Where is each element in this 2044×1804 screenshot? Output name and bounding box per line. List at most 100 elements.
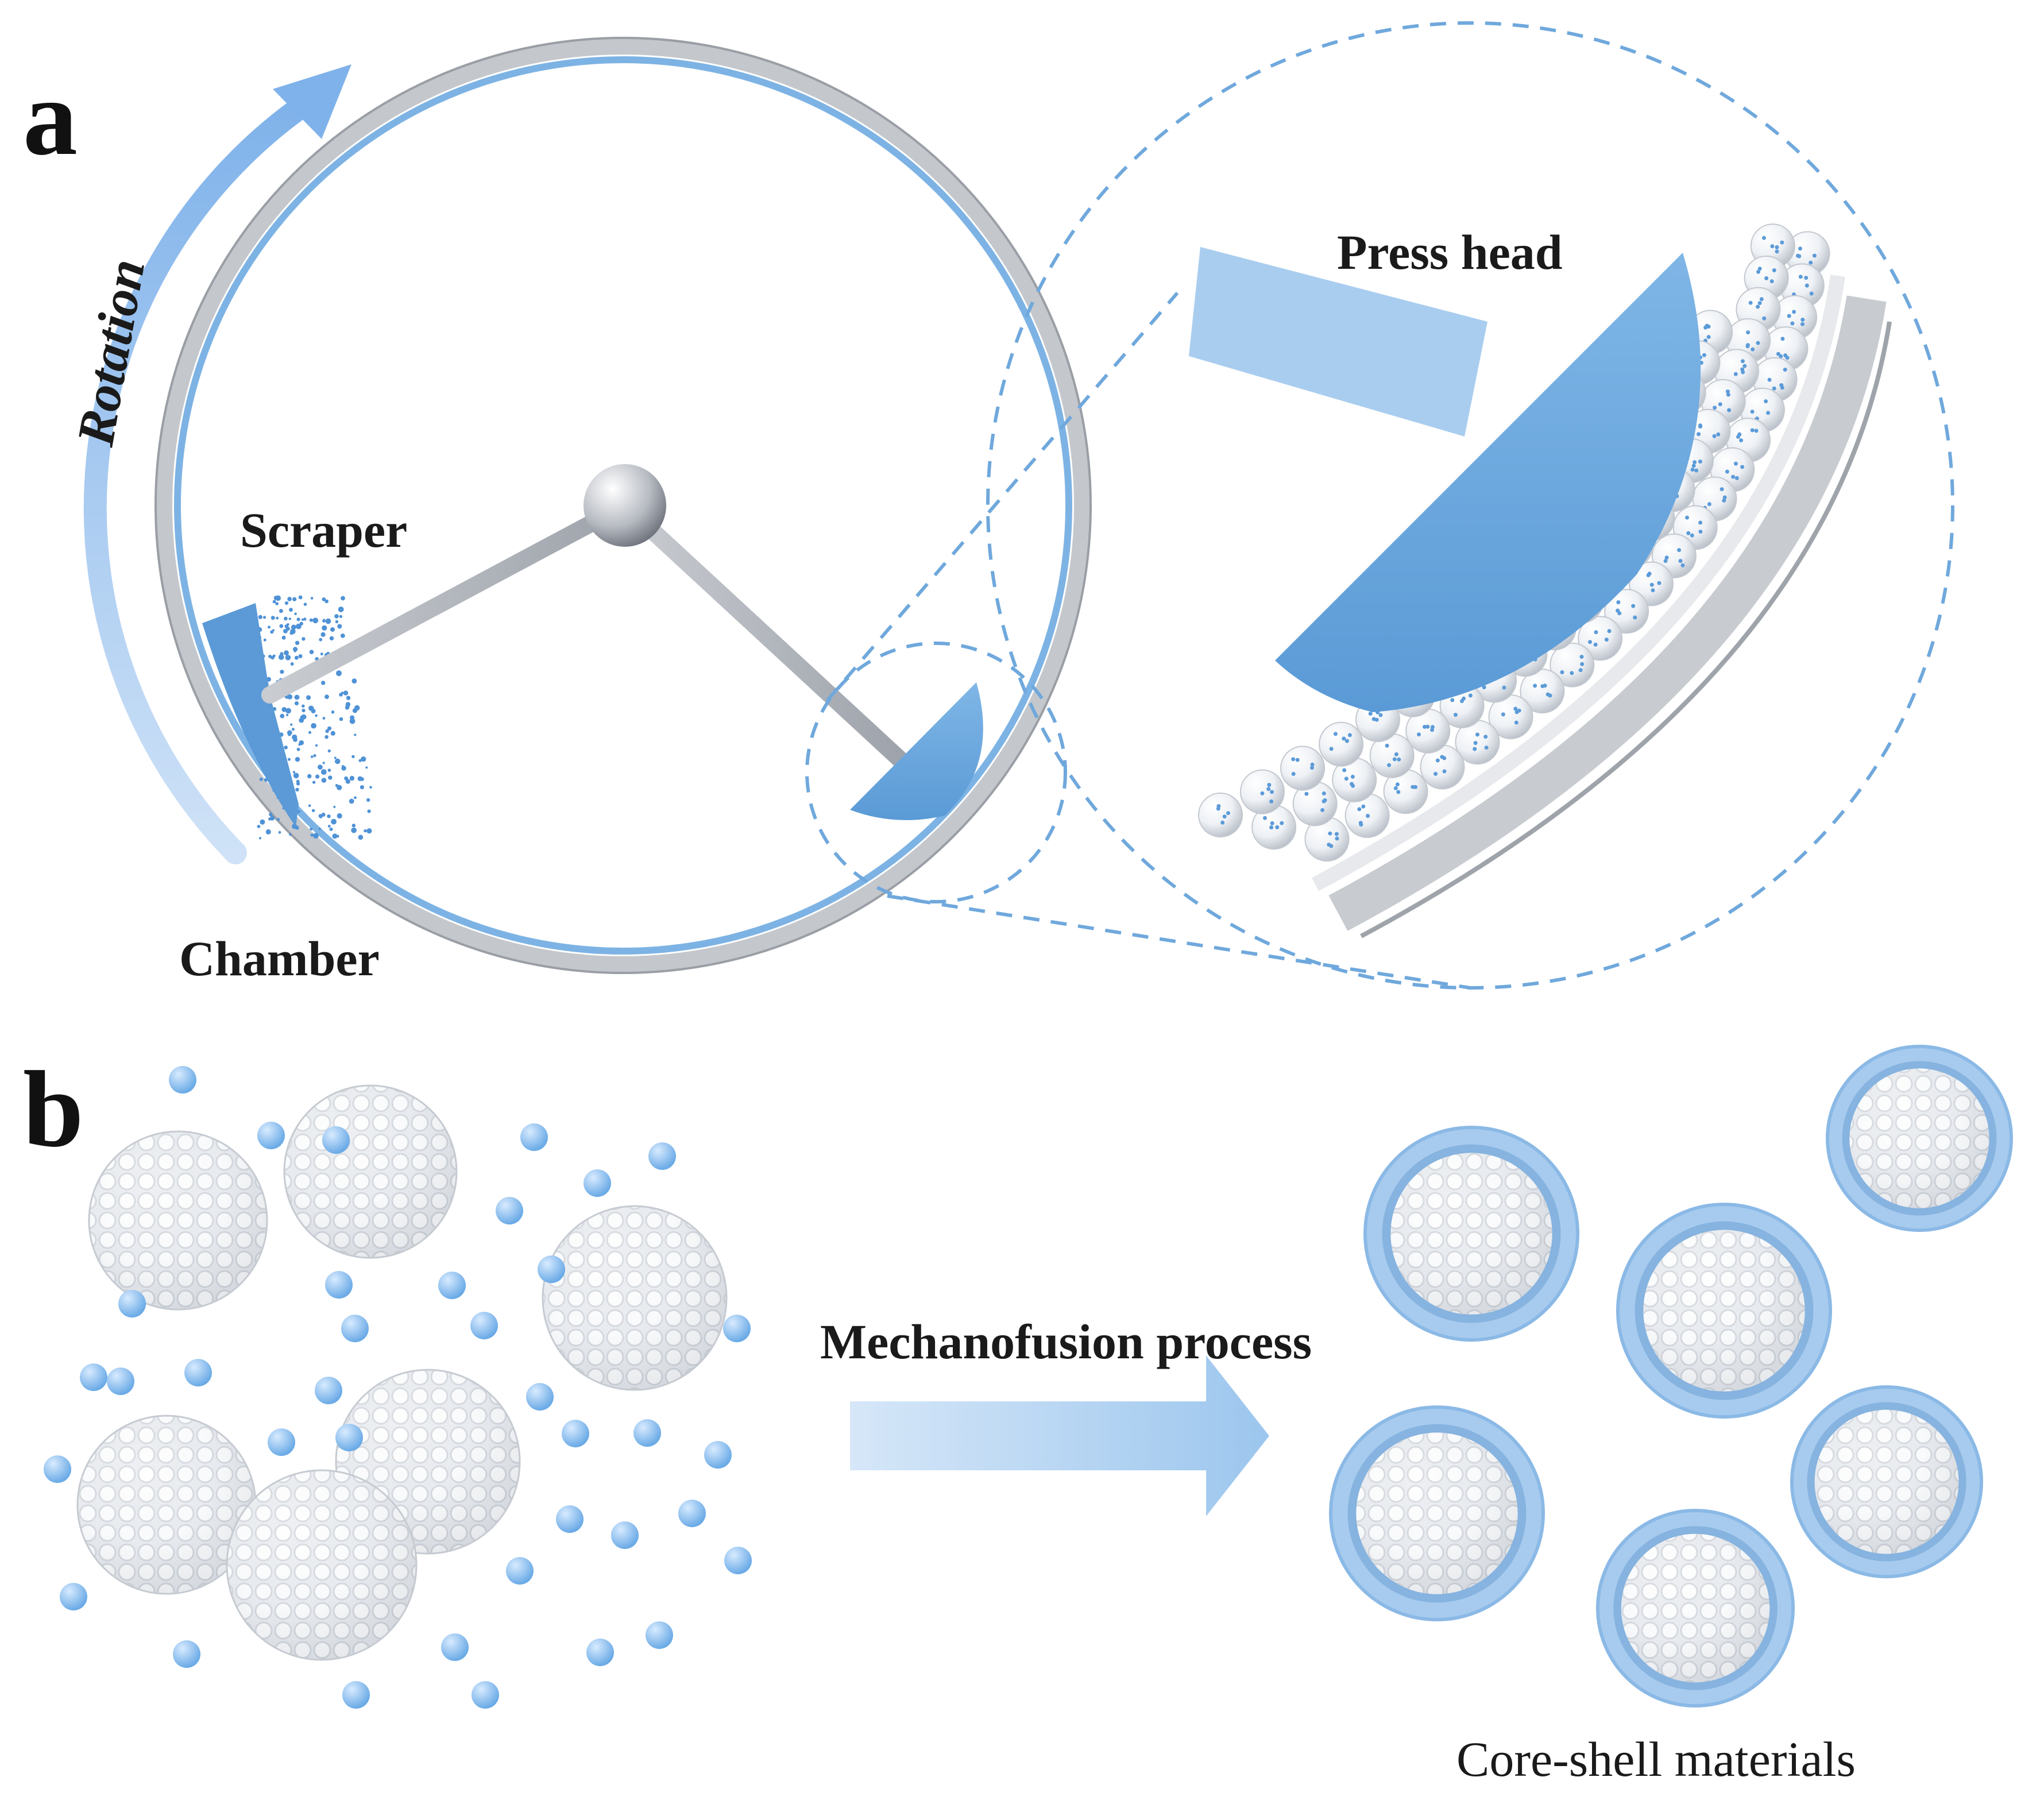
powder-dot xyxy=(327,814,331,818)
powder-dot xyxy=(335,758,341,764)
core-shell-particle xyxy=(1329,1405,1545,1621)
zoom-particle xyxy=(1550,642,1595,687)
powder-dot xyxy=(322,625,327,631)
shell-precursor-dot xyxy=(342,1681,370,1709)
powder-dot xyxy=(292,771,295,774)
powder-dot xyxy=(285,650,289,655)
powder-dot xyxy=(292,734,297,740)
powder-dot xyxy=(299,717,304,723)
powder-dot xyxy=(337,813,342,819)
core-shell-particle xyxy=(1596,1509,1795,1708)
powder-dot xyxy=(288,617,291,620)
powder-dot xyxy=(292,597,297,601)
chamber-ring xyxy=(154,37,1092,974)
powder-dot xyxy=(322,597,326,601)
powder-dot xyxy=(321,681,326,685)
powder-dot xyxy=(310,755,314,758)
scraper-label: Scraper xyxy=(240,503,407,558)
powder-dot xyxy=(351,827,357,833)
powder-dot xyxy=(293,650,296,652)
powder-dot xyxy=(351,678,357,684)
powder-dot xyxy=(280,670,284,674)
powder-dot xyxy=(307,774,312,779)
powder-dot xyxy=(278,654,284,660)
zoom-particle xyxy=(1369,733,1415,778)
rotor-hub xyxy=(584,464,666,547)
powder-dot xyxy=(331,818,337,825)
shell-precursor-dot xyxy=(724,1547,752,1574)
zoom-particle xyxy=(1578,616,1623,661)
powder-dot xyxy=(287,597,292,601)
shell-precursor-dot xyxy=(611,1521,639,1549)
core-shell-particle xyxy=(1616,1203,1832,1419)
powder-dot xyxy=(275,595,281,601)
powder-dot xyxy=(285,708,291,714)
powder-dot xyxy=(298,595,303,600)
powder-dot xyxy=(259,777,263,781)
powder-dot xyxy=(294,701,299,706)
powder-dot xyxy=(349,798,354,804)
powder-dot xyxy=(327,768,331,772)
powder-dot xyxy=(358,759,362,762)
powder-dot xyxy=(334,756,337,759)
powder-dot xyxy=(294,694,300,700)
powder-dot xyxy=(358,835,364,840)
powder-dot xyxy=(265,829,271,835)
rotation-label: Rotation xyxy=(65,255,156,451)
shell-precursor-dot xyxy=(118,1290,146,1318)
shell-precursor-dot xyxy=(184,1359,212,1386)
zoom-particle xyxy=(1198,793,1243,837)
powder-dot xyxy=(338,607,344,612)
process-arrow-icon xyxy=(850,1355,1269,1516)
zoom-particle xyxy=(1251,805,1297,850)
powder-dot xyxy=(322,717,326,720)
powder-dot xyxy=(260,819,265,825)
shell-precursor-dot xyxy=(633,1419,661,1447)
powder-dot xyxy=(329,636,334,641)
powder-dot xyxy=(325,618,331,624)
powder-dot xyxy=(319,815,323,818)
powder-dot xyxy=(308,804,311,808)
powder-dot xyxy=(328,775,333,780)
powder-dot xyxy=(268,625,271,629)
shell-precursor-dot xyxy=(646,1621,673,1649)
powder-dot xyxy=(345,707,349,710)
shell-precursor-dot xyxy=(526,1383,554,1411)
powder-dot xyxy=(340,633,345,638)
shell-precursor-dot xyxy=(341,1315,369,1342)
powder-dot xyxy=(276,616,279,620)
powder-dot xyxy=(272,600,276,604)
chamber-label: Chamber xyxy=(179,931,380,986)
powder-dot xyxy=(330,627,335,632)
powder-dot xyxy=(351,824,356,828)
powder-dot xyxy=(321,778,327,783)
powder-dot xyxy=(360,785,365,790)
shell-precursor-dot xyxy=(648,1142,676,1170)
powder-dot xyxy=(285,655,291,660)
powder-dot xyxy=(324,694,329,700)
powder-dot xyxy=(330,731,335,736)
powder-dot xyxy=(345,702,351,707)
shell-precursor-dot xyxy=(44,1455,71,1483)
powder-dot xyxy=(302,715,307,720)
powder-dot xyxy=(290,723,293,726)
powder-dot xyxy=(280,652,284,656)
powder-dot xyxy=(293,772,299,779)
powder-dot xyxy=(324,735,329,739)
powder-dot xyxy=(295,787,299,792)
powder-dot xyxy=(290,662,294,666)
powder-dot xyxy=(367,809,371,813)
zoom-particle xyxy=(1383,769,1428,814)
powder-dot xyxy=(312,781,316,784)
powder-dot xyxy=(315,714,318,717)
powder-dot xyxy=(270,630,274,634)
zoom-particle xyxy=(1405,708,1451,754)
powder-dot xyxy=(296,623,302,629)
powder-dot xyxy=(292,647,298,652)
product-label: Core-shell materials xyxy=(1456,1732,1856,1787)
powder-dot xyxy=(296,617,300,621)
raw-core-particle xyxy=(226,1469,418,1661)
powder-dot xyxy=(320,632,326,637)
powder-dot xyxy=(339,717,343,721)
